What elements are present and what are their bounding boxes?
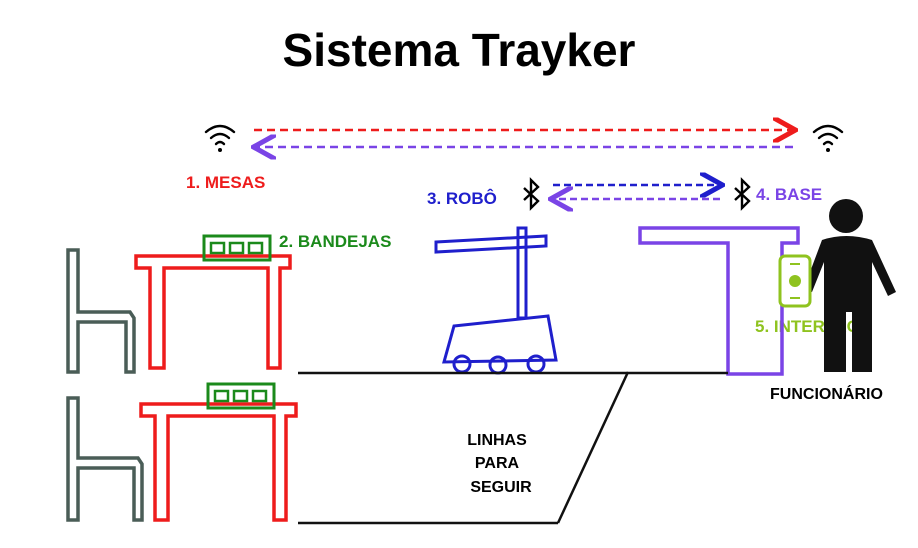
person-icon xyxy=(804,199,896,372)
tray-2 xyxy=(206,382,276,410)
bluetooth-icon xyxy=(734,177,751,211)
table-1 xyxy=(134,254,292,370)
label-base: 4. BASE xyxy=(756,185,822,204)
wifi-icon xyxy=(204,124,236,152)
guide-lines xyxy=(298,371,728,525)
base-station xyxy=(638,226,800,376)
table-2 xyxy=(139,402,298,522)
label-seguir: SEGUIR xyxy=(470,479,532,496)
chair-icon xyxy=(66,396,144,522)
bluetooth-icon xyxy=(523,177,540,211)
label-funcionario: FUNCIONÁRIO xyxy=(770,384,883,403)
wifi-icon xyxy=(812,124,844,152)
label-para: PARA xyxy=(475,455,520,472)
robot xyxy=(434,226,558,375)
smartphone-icon xyxy=(778,254,812,308)
label-linhas: LINHAS xyxy=(467,432,527,449)
tray-1 xyxy=(202,234,272,262)
chair-icon xyxy=(66,248,136,374)
label-bandejas: 2. BANDEJAS xyxy=(279,232,391,251)
label-robo: 3. ROBÔ xyxy=(427,189,497,208)
page-title: Sistema Trayker xyxy=(283,24,636,76)
label-mesas: 1. MESAS xyxy=(186,173,265,192)
